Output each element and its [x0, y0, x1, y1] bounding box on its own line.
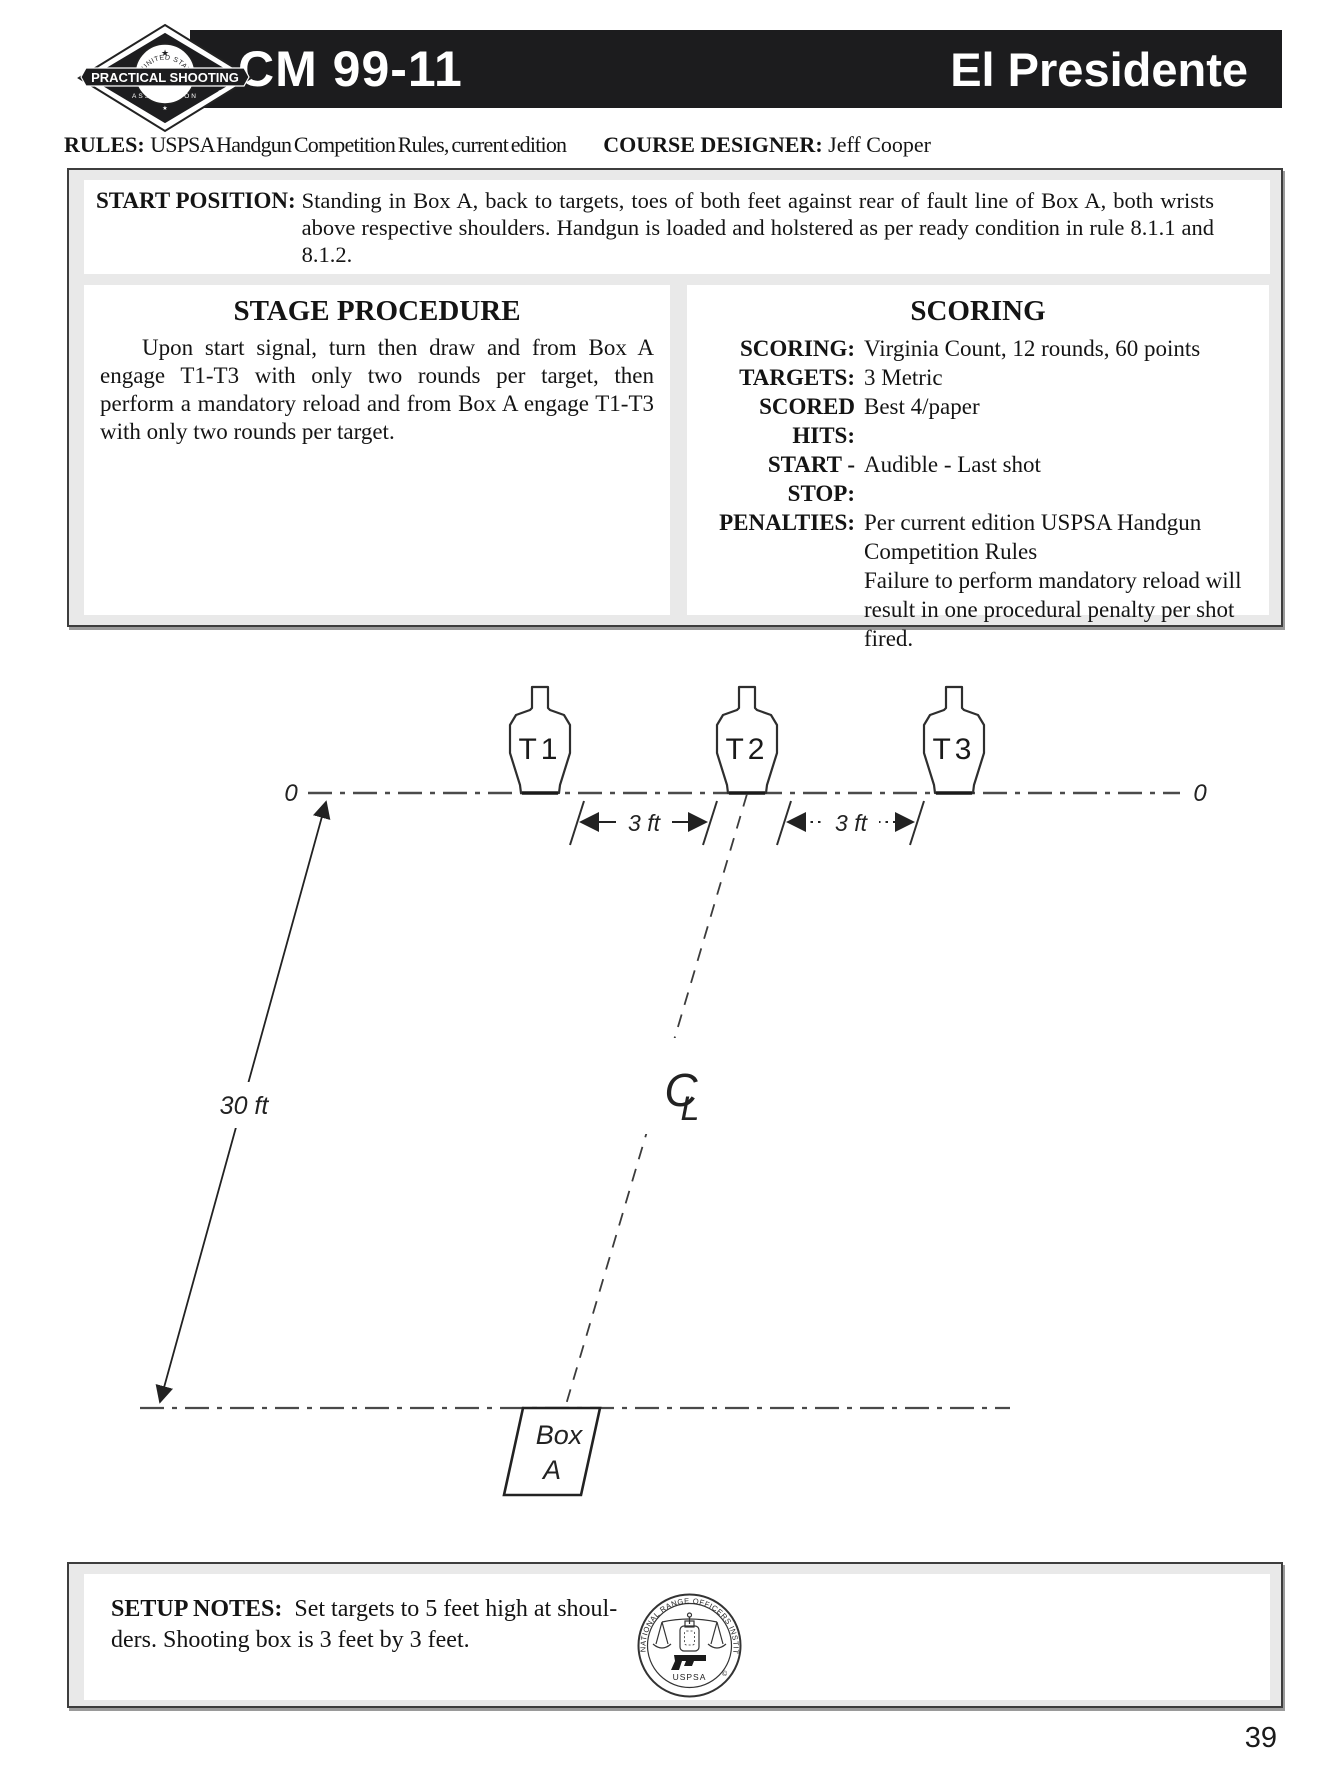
scoring-row-label: SCORING:	[739, 336, 855, 361]
course-designer-value: Jeff Cooper	[828, 132, 932, 157]
start-stop-row-value: Audible - Last shot	[864, 452, 1041, 477]
logo-star: ★	[161, 48, 169, 58]
nroi-uspsa-text: USPSA	[673, 1672, 707, 1682]
target-t3-label: T3	[932, 733, 975, 766]
box-a-label-line2: A	[541, 1455, 561, 1485]
rules-line: RULES: USPSA Handgun Competition Rules, …	[64, 132, 1264, 158]
box-a-label-line1: Box	[536, 1420, 584, 1450]
uspsa-logo: ★ UNITED STATES PRACTICAL SHOOTING ASSOC…	[70, 22, 253, 133]
logo-association-text: ASSOCIATION	[132, 93, 198, 100]
logo-registered-mark: ®	[218, 90, 223, 97]
setup-notes-frame: SETUP NOTES: Set targets to 5 feet high …	[67, 1562, 1283, 1708]
title-bar: CM 99-11 El Presidente	[190, 30, 1282, 108]
target-t3: T3	[922, 685, 986, 795]
stage-procedure-title: STAGE PROCEDURE	[233, 295, 521, 327]
start-position-panel: START POSITION: Standing in Box A, back …	[84, 180, 1270, 274]
dimension-t2-t3: 3 ft	[776, 800, 925, 846]
briefing-frame: START POSITION: Standing in Box A, back …	[67, 168, 1283, 651]
target-t2-label: T2	[725, 733, 768, 766]
targets-row-value: 3 Metric	[864, 365, 943, 390]
penalties-row: PENALTIES: Per current edition USPSA Han…	[697, 508, 1259, 653]
handgun-icon	[671, 1655, 706, 1670]
stage-procedure-text: Upon start signal, turn then draw and fr…	[100, 335, 654, 444]
distance-label: 30 ft	[220, 1092, 270, 1120]
start-stop-row-label: START - STOP:	[767, 452, 855, 506]
start-stop-row: START - STOP: Audible - Last shot	[697, 450, 1259, 508]
scored-hits-row-label: SCORED HITS:	[759, 394, 855, 448]
targets-row-label: TARGETS:	[739, 365, 855, 390]
nroi-copyright: ©	[722, 1670, 728, 1678]
scoring-title: SCORING	[910, 295, 1046, 327]
logo-star-bottom: ★	[162, 105, 167, 112]
stage-name: El Presidente	[950, 42, 1248, 96]
logo-practical-shooting-text: PRACTICAL SHOOTING	[91, 70, 239, 85]
target-t1-label: T1	[518, 733, 561, 766]
rules-label: RULES:	[64, 132, 145, 157]
centerline-symbol-c: C	[664, 1064, 698, 1116]
course-designer-label: COURSE DESIGNER:	[603, 132, 823, 157]
setup-notes-panel: SETUP NOTES: Set targets to 5 feet high …	[84, 1574, 1270, 1700]
zero-label-left: 0	[284, 780, 298, 807]
nroi-seal: NATIONAL RANGE OFFICERS INSTITUTE	[632, 1588, 742, 1698]
dim-t1-t2-label: 3 ft	[628, 810, 662, 836]
setup-notes-label: SETUP NOTES:	[111, 1596, 283, 1622]
dim-t2-t3-label: 3 ft	[835, 810, 869, 836]
centerline-symbol-l: L	[681, 1090, 700, 1128]
shooting-box-a: Box A	[502, 1406, 602, 1497]
penalties-row-label: PENALTIES:	[719, 510, 855, 535]
target-t1: T1	[508, 685, 572, 795]
target-t2: T2	[715, 685, 779, 795]
setup-notes-line2: ders. Shooting box is 3 feet by 3 feet.	[111, 1627, 470, 1653]
scored-hits-row: SCORED HITS: Best 4/paper	[697, 392, 1259, 450]
start-position-label: START POSITION:	[96, 188, 296, 213]
logo-ribbon	[80, 67, 250, 87]
scoring-panel: SCORING SCORING: Virginia Count, 12 roun…	[687, 285, 1269, 651]
setup-notes-line1: Set targets to 5 feet high at shoul-	[294, 1596, 618, 1622]
centerline: C L	[564, 793, 748, 1409]
penalties-row-value: Per current edition USPSA Handgun Compet…	[864, 510, 1242, 651]
stage-procedure-panel: STAGE PROCEDURE Upon start signal, turn …	[84, 285, 670, 615]
start-position-text: Standing in Box A, back to targets, toes…	[301, 188, 1214, 267]
distance-arrow: 30 ft	[155, 800, 331, 1404]
stage-code: CM 99-11	[238, 41, 463, 97]
scoring-row-value: Virginia Count, 12 rounds, 60 points	[864, 336, 1201, 361]
scored-hits-row-value: Best 4/paper	[864, 394, 980, 419]
scales-icon	[652, 1612, 727, 1652]
stage-diagram: 0 0 T1 T2 T3 3 ft 3 ft	[140, 685, 1207, 1497]
rules-value: USPSA Handgun Competition Rules, current…	[150, 132, 567, 157]
zero-label-right: 0	[1193, 780, 1207, 807]
targets-row: TARGETS: 3 Metric	[697, 363, 1259, 392]
dimension-t1-t2: 3 ft	[569, 800, 718, 846]
scoring-row: SCORING: Virginia Count, 12 rounds, 60 p…	[697, 334, 1259, 363]
page-number: 39	[1244, 1722, 1277, 1754]
setup-notes-text: SETUP NOTES: Set targets to 5 feet high …	[111, 1594, 691, 1656]
